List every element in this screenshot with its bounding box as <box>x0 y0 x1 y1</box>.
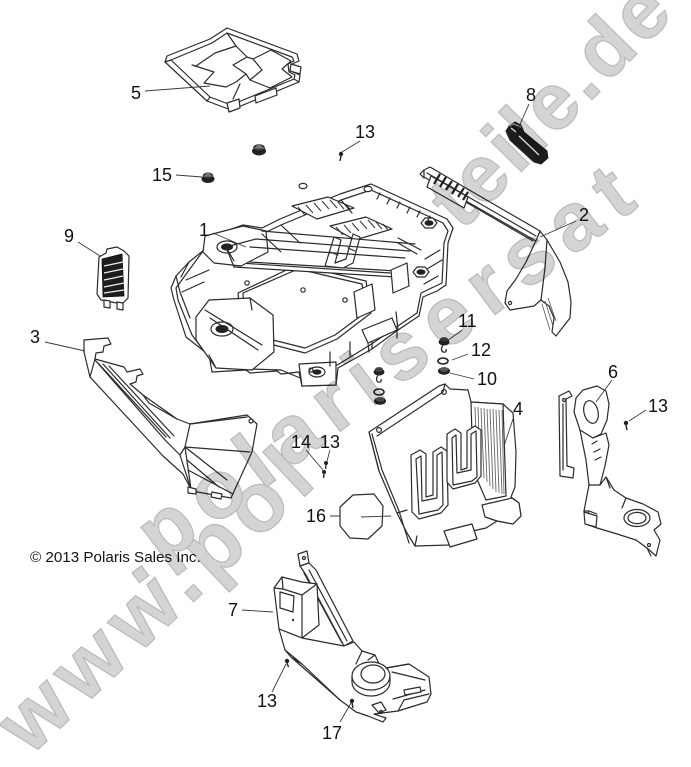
svg-text:15: 15 <box>152 165 172 185</box>
svg-text:17: 17 <box>322 723 342 743</box>
svg-text:9: 9 <box>64 226 74 246</box>
svg-text:10: 10 <box>477 369 497 389</box>
svg-text:3: 3 <box>30 327 40 347</box>
svg-text:13: 13 <box>648 396 668 416</box>
svg-text:13: 13 <box>320 432 340 452</box>
svg-text:13: 13 <box>257 691 277 711</box>
svg-text:12: 12 <box>471 340 491 360</box>
svg-text:5: 5 <box>131 83 141 103</box>
svg-text:11: 11 <box>458 311 477 331</box>
svg-text:13: 13 <box>355 122 375 142</box>
svg-text:2: 2 <box>579 205 589 225</box>
svg-text:1: 1 <box>199 220 209 240</box>
svg-text:8: 8 <box>526 85 536 105</box>
svg-text:14: 14 <box>291 432 311 452</box>
svg-text:7: 7 <box>228 600 238 620</box>
svg-text:16: 16 <box>306 506 326 526</box>
svg-text:4: 4 <box>513 399 523 419</box>
svg-text:© 2013 Polaris Sales Inc.: © 2013 Polaris Sales Inc. <box>30 549 201 566</box>
svg-text:6: 6 <box>608 362 618 382</box>
